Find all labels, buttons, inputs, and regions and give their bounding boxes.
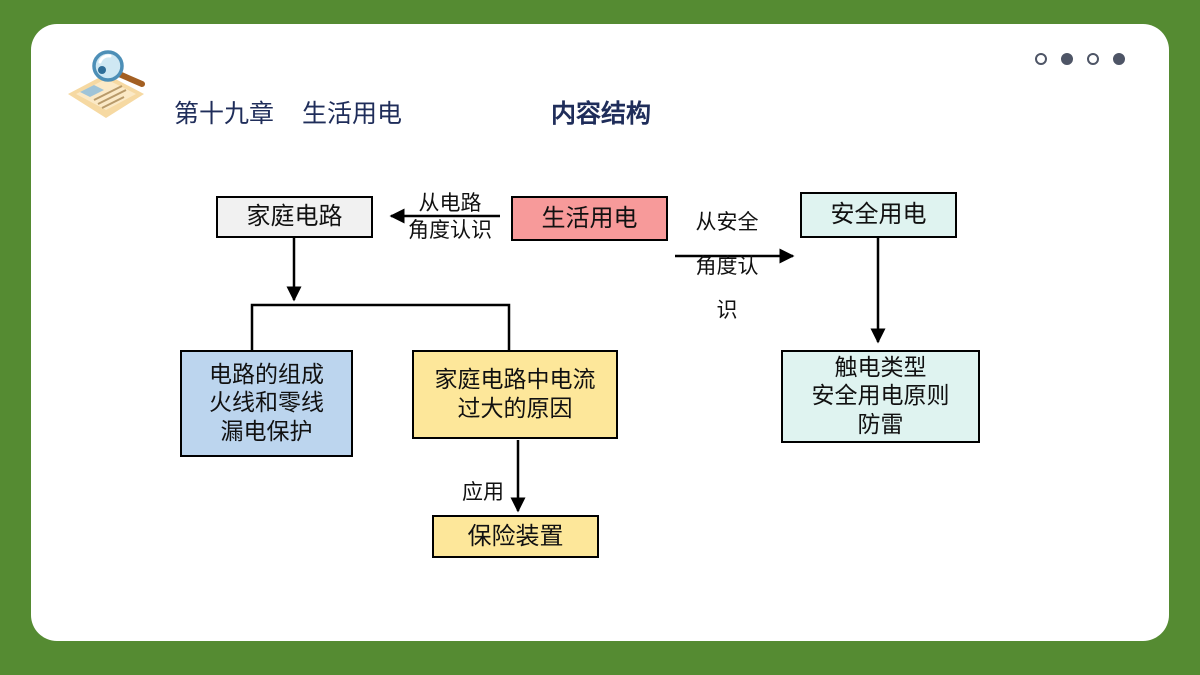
chapter-heading: 第十九章生活用电 [174,94,402,130]
slide-card [31,24,1169,641]
pager-dot-1[interactable] [1035,53,1047,65]
pager-dot-3[interactable] [1087,53,1099,65]
box-home-circuit: 家庭电路 [216,196,373,238]
section-title: 内容结构 [551,99,652,128]
box-center-living-electricity: 生活用电 [511,196,668,241]
chapter-number: 第十九章 [174,99,275,128]
left-edge-label: 从电路 角度认识 [408,191,492,242]
box-safe-electricity: 安全用电 [800,192,957,238]
box-overcurrent-causes: 家庭电路中电流 过大的原因 [412,350,618,439]
box-circuit-components: 电路的组成 火线和零线 漏电保护 [180,350,353,457]
pager-dot-4[interactable] [1113,53,1125,65]
apply-label: 应用 [462,480,504,504]
chapter-title: 生活用电 [302,99,403,128]
box-shock-safety: 触电类型 安全用电原则 防雷 [781,350,980,443]
magnifier-document-icon [68,50,145,118]
pager-dot-2[interactable] [1061,53,1073,65]
box-fuse-device: 保险装置 [432,515,599,558]
pager-dots [1035,53,1125,65]
right-edge-label: 从安全 角度认 识 [695,210,759,322]
